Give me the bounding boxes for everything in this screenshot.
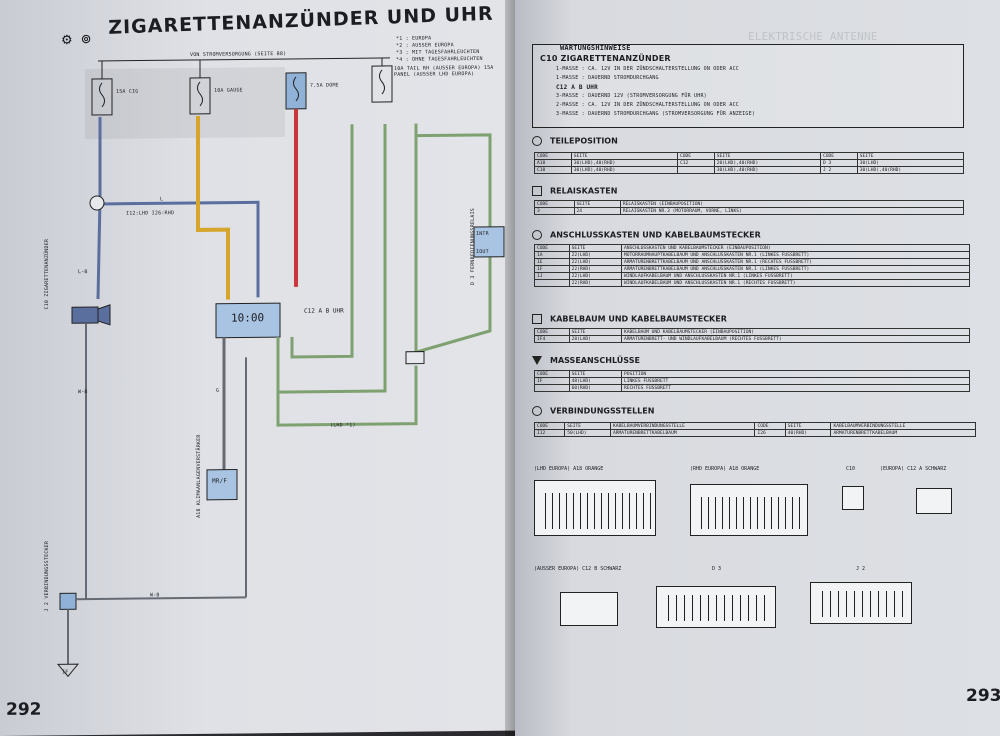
amp-label: A18 KLIMAANLAGENVERSTÄRKER (196, 434, 202, 518)
connector-label: (LHD EUROPA) A18 ORANGE (534, 466, 604, 472)
connector-label: D 3 (712, 566, 722, 572)
fuse-cig (91, 60, 113, 116)
fuse-dome (285, 72, 307, 110)
amplifier-box (206, 469, 238, 501)
connector-c12a (916, 488, 952, 514)
section-relaiskasten: RELAISKASTEN (532, 186, 617, 196)
relay-in: INTR (476, 230, 489, 238)
connector-label: (EUROPA) C12 A SCHWARZ (880, 466, 947, 472)
clock-label: C12 A B UHR (304, 307, 344, 315)
relay-box (473, 226, 505, 258)
connector-a18-rhd (690, 484, 808, 536)
amp-box-label: MR/F (212, 477, 228, 485)
fuse-gauge-label: 10A GAUGE (214, 87, 243, 94)
circle-icon (532, 406, 542, 416)
circle-icon (532, 136, 542, 146)
lighter-symbol (71, 306, 99, 324)
wire-label: L (160, 196, 164, 203)
table-row: 60(RHD)RECHTES FUSSBRETT (534, 384, 970, 392)
section-anschlusskasten: ANSCHLUSSKASTEN UND KABELBAUMSTECKER (532, 230, 761, 240)
fuse-cig-label: 15A CIG (116, 88, 139, 95)
connector-j2 (810, 582, 912, 624)
ground-icon (56, 663, 80, 678)
clock-display: 10:00 (231, 311, 265, 325)
junction-label: J 2 VERBINDUNGSSTECKER (44, 540, 50, 612)
junction-split: I12:LHD I26:RHD (126, 210, 175, 217)
connector-label: (RHD EUROPA) A18 ORANGE (690, 466, 760, 472)
square-icon (532, 314, 542, 324)
maintenance-header: WARTUNGSHINWEISE (560, 44, 631, 52)
connector-c10 (842, 486, 864, 510)
fuse-dome-label: 7.5A DOME (310, 82, 339, 89)
clock-module (215, 302, 281, 339)
ground-label: IF (62, 669, 69, 676)
connector-c12b (560, 592, 618, 626)
maintenance-box (532, 44, 964, 128)
connector-label: C10 (846, 466, 856, 472)
connector-label: J 2 (856, 566, 866, 572)
page-number-left: 292 (6, 699, 42, 720)
circle-icon (532, 230, 542, 240)
connector-if4 (405, 351, 425, 365)
maintenance-notes: 1-MASSE : CA. 12V IN DER ZÜNDSCHALTERSTE… (556, 66, 756, 117)
fuse-gauge (189, 59, 211, 115)
relay-out: IOUT (476, 248, 489, 256)
table-row: 22(RHD)WINDLAUFKABELBAUM UND ANSCHLUSSKA… (534, 279, 970, 287)
relay-label: D 3 FERNBEDIENUNGSRELAIS (470, 207, 476, 286)
connector-a18-lhd (534, 480, 656, 536)
lighter-label: C10 ZIGARETTENANZÜNDER (44, 238, 50, 310)
wiring-diagram (56, 57, 505, 678)
section-kabelbaum: KABELBAUM UND KABELBAUMSTECKER (532, 314, 727, 324)
section-verbindung: VERBINDUNGSSTELLEN (532, 406, 654, 416)
wire-label: W-B (78, 389, 88, 396)
fuse-tail-label: 10A TAIL RH (AUSSER EUROPA) 15A PANEL (A… (394, 64, 494, 78)
lhd-note: (LHD *1) (330, 422, 356, 429)
junction-j2 (59, 592, 77, 610)
square-icon (532, 186, 542, 196)
wire-label: W-B (150, 592, 160, 599)
fuse-tail (371, 57, 393, 103)
triangle-icon (532, 356, 542, 365)
section-teileposition: TEILEPOSITION (532, 136, 618, 146)
section-masse: MASSEANSCHLÜSSE (532, 356, 640, 365)
connector-d3 (656, 586, 776, 628)
wire-label: G (216, 387, 220, 394)
page-number-right: 293 (966, 686, 1000, 706)
connector-label: (AUSSER EUROPA) C12 B SCHWARZ (534, 566, 622, 572)
ghost-title: ELEKTRISCHE ANTENNE (748, 30, 878, 43)
maintenance-subheader: C10 ZIGARETTENANZÜNDER (540, 54, 671, 63)
left-page: ⚙ ⊚ ZIGARETTENANZÜNDER UND UHR *1 : EURO… (0, 0, 515, 736)
wire-label: L-B (78, 269, 88, 276)
